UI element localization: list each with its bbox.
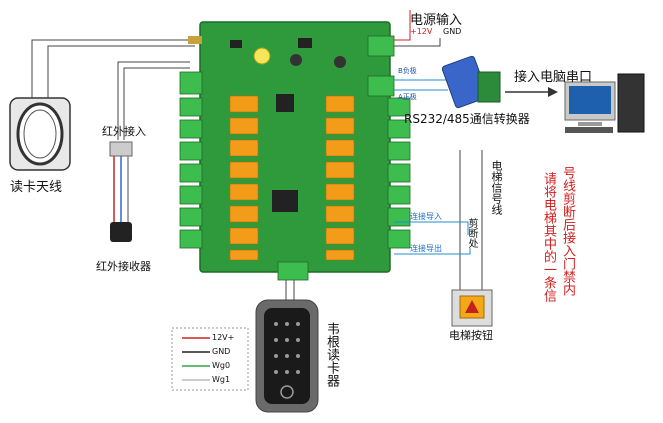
pc-arrow	[505, 87, 558, 97]
ir-wires	[117, 61, 190, 140]
wg-12v-label: 12V+	[212, 333, 235, 342]
connect-out-label: 连接导出	[410, 244, 442, 253]
elevator-signal-wires	[459, 150, 483, 290]
b-minus-label: B负极	[398, 67, 417, 75]
pc-serial-label: 接入电脑串口	[514, 70, 593, 85]
rs232-485-converter	[441, 55, 501, 109]
connect-lines	[394, 221, 471, 255]
elevator-button	[451, 289, 493, 327]
power-wires	[394, 10, 441, 47]
ir-receiver-label: 红外接收器	[96, 260, 151, 273]
wiegand-feed-wires	[285, 280, 295, 300]
connect-in-label: 连接导入	[410, 212, 442, 221]
pc-computer	[564, 73, 645, 133]
wg0-label: Wg0	[212, 361, 231, 370]
wg-gnd-label: GND	[212, 347, 231, 356]
wiegand-legend	[171, 327, 249, 391]
wiegand-reader	[255, 299, 319, 413]
note-col-2: 请将电梯其中的一条信	[541, 172, 556, 302]
cut-point-label: 剪断处	[466, 218, 477, 248]
wiegand-reader-label: 韦根读卡器	[324, 322, 339, 387]
elevator-button-label: 电梯按钮	[449, 329, 493, 342]
power-input-label: 电源输入	[410, 13, 463, 28]
controller-board	[179, 21, 411, 281]
card-antenna	[9, 97, 71, 171]
ir-connect-label: 红外接入	[102, 125, 146, 138]
note-col-1: 号线剪断后接入门禁内	[560, 166, 575, 296]
ir-receiver	[109, 141, 133, 242]
antenna-wires	[31, 39, 195, 98]
card-antenna-label: 读卡天线	[10, 180, 63, 195]
gnd-label: GND	[443, 27, 462, 36]
plus-12v-label: +12V	[410, 27, 433, 36]
a-plus-label: A正极	[398, 93, 417, 101]
converter-label: RS232/485通信转换器	[404, 112, 530, 126]
elevator-signal-label: 电梯信号线	[490, 160, 503, 215]
wg1-label: Wg1	[212, 375, 231, 384]
rs485-wires	[394, 79, 448, 91]
